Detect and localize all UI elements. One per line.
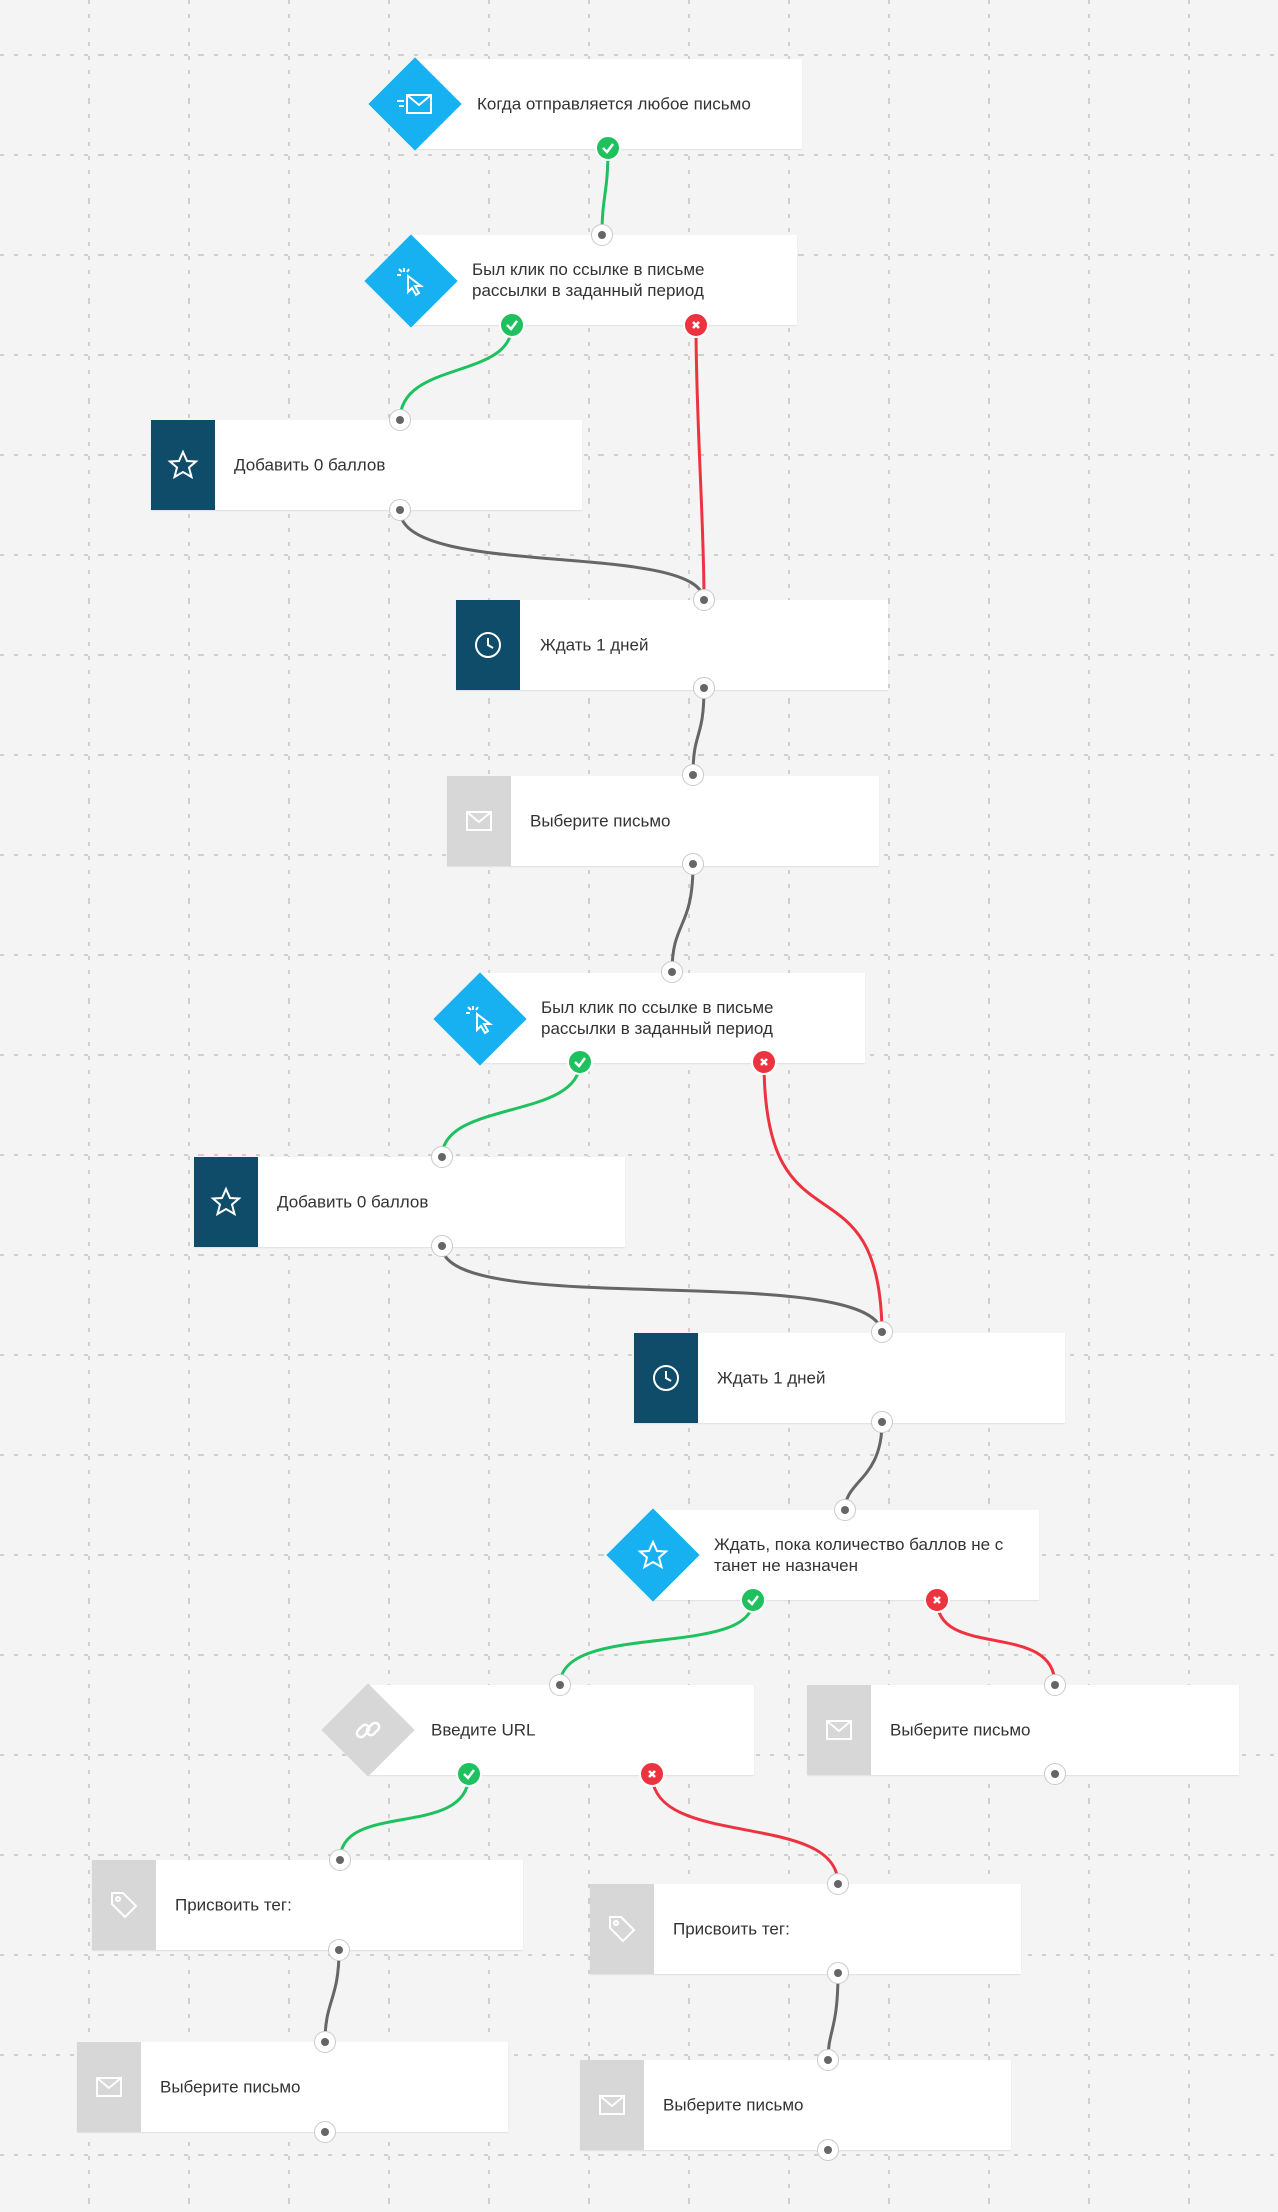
star-icon [606, 1508, 700, 1602]
node-label: Был клик по ссылке в письме рассылки в з… [541, 998, 774, 1038]
yes-branch-check-icon [740, 1587, 766, 1613]
condition-click-node[interactable]: Был клик по ссылке в письме рассылки в з… [478, 973, 865, 1063]
input-port[interactable] [871, 1321, 893, 1343]
node-label: Ждать 1 дней [717, 1368, 826, 1388]
connector-green [558, 1599, 755, 1686]
output-port[interactable] [871, 1411, 893, 1433]
yes-branch-check-icon [456, 1761, 482, 1787]
trigger-any-email-node[interactable]: Когда отправляется любое письмо [417, 59, 802, 149]
node-label: Ждать 1 дней [540, 635, 649, 655]
connector-grey [691, 687, 706, 776]
connector-red [935, 1599, 1057, 1686]
output-port[interactable] [389, 499, 411, 521]
yes-branch-check-icon [499, 312, 525, 338]
node-label: Добавить 0 баллов [277, 1192, 429, 1212]
no-branch-x-icon [683, 312, 709, 338]
assign-tag-node[interactable]: Присвоить тег: [92, 1860, 523, 1950]
wait-points-condition-node[interactable]: Ждать, пока количество баллов не с танет… [652, 1510, 1039, 1600]
input-port[interactable] [329, 1849, 351, 1871]
input-port[interactable] [431, 1146, 453, 1168]
node-label: Был клик по ссылке в письме рассылки в з… [472, 260, 705, 300]
input-port[interactable] [817, 2049, 839, 2071]
connector-green [600, 147, 610, 236]
input-port[interactable] [314, 2031, 336, 2053]
node-label: Присвоить тег: [175, 1895, 292, 1915]
input-port[interactable] [693, 589, 715, 611]
yes-branch-check-icon [567, 1049, 593, 1075]
assign-tag-node[interactable]: Присвоить тег: [590, 1884, 1021, 1974]
connector-grey [843, 1421, 884, 1511]
connector-grey [440, 1245, 884, 1333]
node-label: Выберите письмо [890, 1720, 1031, 1740]
no-branch-x-icon [639, 1761, 665, 1787]
choose-email-node[interactable]: Выберите письмо [580, 2060, 1011, 2150]
input-port[interactable] [1044, 1674, 1066, 1696]
add-points-node[interactable]: Добавить 0 баллов [194, 1157, 625, 1247]
email-send-icon [368, 57, 462, 151]
connector-red [762, 1061, 884, 1333]
node-label: Выберите письмо [530, 811, 671, 831]
input-port[interactable] [661, 961, 683, 983]
input-port[interactable] [389, 409, 411, 431]
star-icon [151, 420, 215, 510]
connector-red [650, 1773, 840, 1885]
envelope-icon [580, 2060, 644, 2150]
output-port[interactable] [1044, 1763, 1066, 1785]
star-icon [194, 1157, 258, 1247]
envelope-icon [807, 1685, 871, 1775]
node-label: Выберите письмо [160, 2077, 301, 2097]
tag-icon [92, 1860, 156, 1950]
node-label: Ждать, пока количество баллов не с танет… [714, 1535, 1004, 1575]
output-port[interactable] [817, 2139, 839, 2161]
node-label: Когда отправляется любое письмо [477, 94, 751, 114]
clock-icon [634, 1333, 698, 1423]
connector-grey [398, 509, 706, 601]
output-port[interactable] [328, 1939, 350, 1961]
choose-email-node[interactable]: Выберите письмо [807, 1685, 1239, 1775]
connector-green [398, 324, 514, 421]
output-port[interactable] [693, 677, 715, 699]
enter-url-node[interactable]: Введите URL [368, 1685, 754, 1775]
wait-node[interactable]: Ждать 1 дней [634, 1333, 1065, 1423]
choose-email-node[interactable]: Выберите письмо [77, 2042, 508, 2132]
output-port[interactable] [682, 853, 704, 875]
connector-grey [670, 863, 695, 973]
cursor-click-icon [364, 234, 458, 328]
input-port[interactable] [549, 1674, 571, 1696]
connector-green [338, 1773, 471, 1861]
node-label: Выберите письмо [663, 2095, 804, 2115]
node-label: Введите URL [431, 1720, 536, 1740]
node-label: Добавить 0 баллов [234, 455, 386, 475]
condition-click-node[interactable]: Был клик по ссылке в письме рассылки в з… [410, 235, 797, 325]
output-port[interactable] [431, 1235, 453, 1257]
connector-red [694, 324, 706, 601]
wait-node[interactable]: Ждать 1 дней [456, 600, 888, 690]
input-port[interactable] [682, 764, 704, 786]
no-branch-x-icon [924, 1587, 950, 1613]
envelope-icon [77, 2042, 141, 2132]
connector-green [440, 1061, 582, 1158]
yes-branch-check-icon [595, 135, 621, 161]
input-port[interactable] [827, 1873, 849, 1895]
no-branch-x-icon [751, 1049, 777, 1075]
output-port[interactable] [827, 1962, 849, 1984]
add-points-node[interactable]: Добавить 0 баллов [151, 420, 582, 510]
node-label: Присвоить тег: [673, 1919, 790, 1939]
connector-grey [826, 1972, 840, 2061]
tag-icon [590, 1884, 654, 1974]
input-port[interactable] [591, 224, 613, 246]
connector-grey [323, 1949, 341, 2043]
choose-email-node[interactable]: Выберите письмо [447, 776, 879, 866]
envelope-icon [447, 776, 511, 866]
input-port[interactable] [834, 1499, 856, 1521]
clock-icon [456, 600, 520, 690]
output-port[interactable] [314, 2121, 336, 2143]
cursor-click-icon [433, 972, 527, 1066]
link-icon [321, 1683, 415, 1777]
